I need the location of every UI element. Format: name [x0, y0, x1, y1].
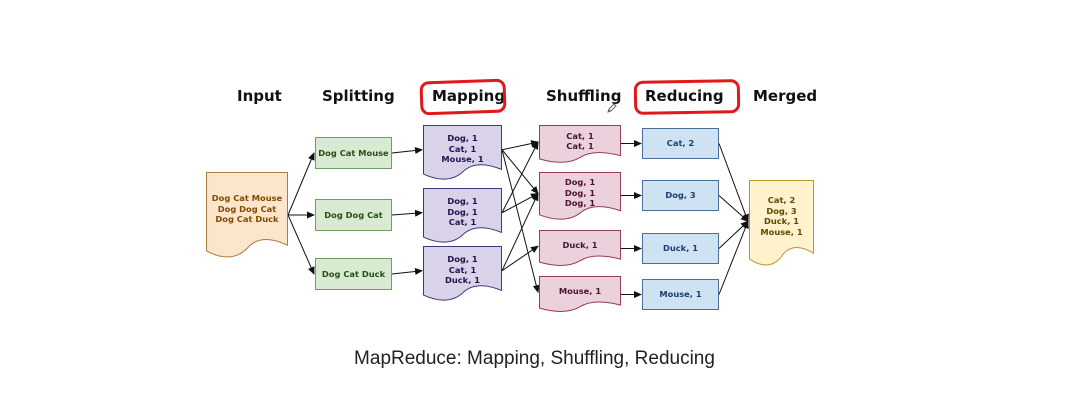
figure-caption: MapReduce: Mapping, Shuffling, Reducing: [354, 348, 715, 369]
map-document: Dog, 1 Dog, 1 Cat, 1: [423, 188, 502, 243]
shuffle-text: Dog, 1 Dog, 1 Dog, 1: [564, 177, 596, 209]
document-shape: [539, 125, 621, 163]
document-shape: [539, 230, 621, 266]
reduce-box: Dog, 3: [642, 180, 719, 211]
map-to-shuffle-arrow: [501, 140, 539, 151]
reduce-label: Cat, 2: [666, 138, 695, 149]
shuffle-document: Cat, 1 Cat, 1: [539, 125, 621, 163]
split-box: Dog Cat Duck: [315, 258, 392, 290]
mapping-highlight-circle: [419, 78, 507, 116]
shuffle-text: Cat, 1 Cat, 1: [566, 130, 594, 152]
map-to-shuffle-arrow: [501, 141, 539, 213]
header-mapping: Mapping: [432, 87, 506, 105]
shuffle-text: Duck, 1: [562, 239, 598, 250]
map-document: Dog, 1 Cat, 1 Mouse, 1: [423, 125, 502, 180]
header-shuffling: Shuffling: [546, 87, 622, 105]
shuffle-document: Dog, 1 Dog, 1 Dog, 1: [539, 172, 621, 220]
reduce-to-merged-arrow: [718, 220, 749, 249]
reduce-to-merged-arrow: [718, 143, 749, 223]
input-text: Dog Cat Mouse Dog Dog Cat Dog Cat Duck: [211, 193, 283, 225]
map-text: Dog, 1 Cat, 1 Mouse, 1: [441, 133, 484, 165]
split-to-map-arrow: [391, 268, 423, 275]
input-to-split-arrow: [287, 214, 315, 275]
document-shape: [206, 172, 288, 258]
map-to-shuffle-arrow: [501, 245, 539, 272]
shuffle-text: Mouse, 1: [558, 285, 602, 296]
split-label: Dog Dog Cat: [324, 209, 383, 220]
map-to-shuffle-arrow: [501, 149, 539, 195]
reducing-highlight-circle: [633, 79, 741, 115]
split-to-map-arrow: [391, 147, 423, 154]
header-reducing: Reducing: [645, 87, 724, 105]
input-document: Dog Cat Mouse Dog Dog Cat Dog Cat Duck: [206, 172, 288, 258]
shuffle-document: Mouse, 1: [539, 276, 621, 312]
reduce-label: Duck, 1: [662, 243, 699, 254]
merged-text: Cat, 2 Dog, 3 Duck, 1 Mouse, 1: [760, 195, 803, 237]
reduce-to-merged-arrow: [718, 220, 749, 295]
reduce-label: Mouse, 1: [659, 289, 702, 300]
document-shape: [539, 276, 621, 312]
split-label: Dog Cat Mouse: [318, 147, 389, 158]
header-input: Input: [237, 87, 282, 105]
shuffle-document: Duck, 1: [539, 230, 621, 266]
split-box: Dog Cat Mouse: [315, 137, 392, 169]
input-to-split-arrow: [287, 152, 315, 216]
pencil-icon: [607, 103, 617, 113]
document-shape: [423, 188, 502, 243]
reduce-box: Duck, 1: [642, 233, 719, 264]
document-shape: [423, 246, 502, 301]
split-label: Dog Cat Duck: [321, 268, 386, 279]
header-splitting: Splitting: [322, 87, 395, 105]
reduce-box: Mouse, 1: [642, 279, 719, 310]
map-text: Dog, 1 Cat, 1 Duck, 1: [444, 254, 481, 286]
reduce-box: Cat, 2: [642, 128, 719, 159]
header-merged: Merged: [753, 87, 818, 105]
split-to-map-arrow: [391, 209, 423, 217]
document-shape: [423, 125, 502, 180]
document-shape: [749, 180, 814, 266]
reduce-label: Dog, 3: [665, 190, 696, 201]
map-text: Dog, 1 Dog, 1 Cat, 1: [447, 196, 478, 228]
map-to-shuffle-arrow: [501, 149, 540, 294]
merged-document: Cat, 2 Dog, 3 Duck, 1 Mouse, 1: [749, 180, 814, 266]
reduce-to-merged-arrow: [718, 195, 749, 222]
split-box: Dog Dog Cat: [315, 199, 392, 231]
map-to-shuffle-arrow: [501, 192, 539, 271]
document-shape: [539, 172, 621, 220]
map-document: Dog, 1 Cat, 1 Duck, 1: [423, 246, 502, 301]
